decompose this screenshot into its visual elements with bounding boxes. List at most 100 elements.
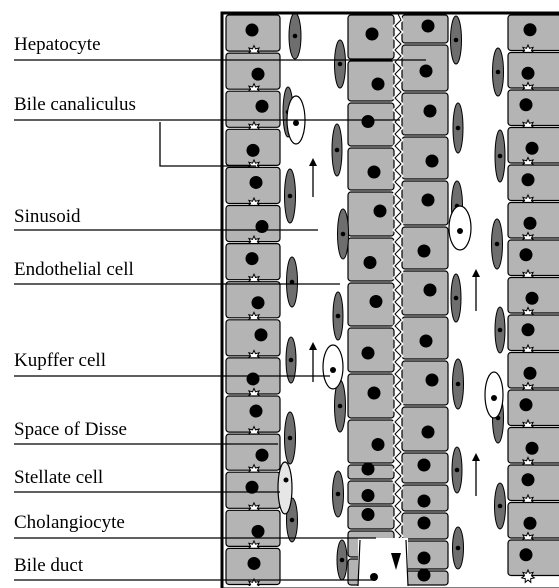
hepatocyte-nucleus [422,426,435,439]
kupffer-nucleus [293,120,299,126]
hepatocyte-nucleus [246,24,259,37]
endothelial-nucleus [289,358,294,363]
hepatocyte-nucleus [246,252,259,265]
hepatocyte-nucleus [362,508,375,521]
hepatocyte-nucleus [418,245,431,258]
endothelial-nucleus [293,34,298,39]
hepatocyte-nucleus [524,367,537,380]
endothelial-nucleus [288,194,293,199]
hepatocyte-nucleus [424,105,437,118]
hepatocyte-nucleus [362,463,375,476]
endothelial-nucleus [498,328,503,333]
hepatocyte [508,90,559,126]
hepatocyte-nucleus [374,205,387,218]
endothelial-nucleus [335,148,340,153]
hepatocyte-nucleus [520,98,533,111]
hepatocyte-nucleus [418,569,431,582]
flow-arrow-head [309,342,317,350]
hepatocyte-nucleus [420,65,433,78]
hepatocyte-nucleus [526,142,539,155]
endothelial-nucleus [338,404,343,409]
hepatocyte [402,137,448,179]
hepatocyte-nucleus [372,438,385,451]
endothelial-nucleus [456,126,461,131]
hepatocyte-nucleus [420,335,433,348]
hepatocyte-nucleus [422,20,435,33]
endothelial-nucleus [496,70,501,75]
hepatocyte-nucleus [362,115,375,128]
hepatocyte [402,361,448,405]
hepatocyte-nucleus [520,548,533,561]
endothelial-nucleus [498,154,503,159]
endothelial-nucleus [495,242,500,247]
stellate-cell [278,462,292,514]
hepatocyte [226,91,280,127]
hepatocyte-nucleus [520,398,533,411]
hepatocyte-nucleus [368,166,381,179]
hepatocyte [226,320,280,356]
hepatocyte-nucleus [256,449,269,462]
hepatocyte-nucleus [252,525,265,538]
endothelial-nucleus [341,232,346,237]
hepatocyte-nucleus [368,387,381,400]
hepatocyte-nucleus [522,473,535,486]
hepatocyte [508,390,559,426]
endothelial-nucleus [454,296,459,301]
hepatocyte [348,61,394,101]
hepatocyte [348,420,394,463]
hepatocyte-nucleus [426,155,439,168]
hepatocyte [226,434,280,470]
endothelial-nucleus [498,504,503,509]
hepatocyte [508,240,559,276]
endothelial-nucleus [455,468,460,473]
endothelial-nucleus [288,436,293,441]
hepatocyte [348,192,394,236]
endothelial-nucleus [454,38,459,43]
hepatocyte-nucleus [524,217,537,230]
endothelial-nucleus [340,558,345,563]
hepatocyte-nucleus [248,557,261,570]
hepatocyte-nucleus [256,100,269,113]
endothelial-nucleus [336,314,341,319]
hepatocyte-nucleus [520,248,533,261]
hepatocyte-nucleus [524,517,537,530]
kupffer-nucleus [457,228,463,234]
flow-arrow-head [472,453,480,461]
hepatocyte-nucleus [424,284,437,297]
endothelial-nucleus [290,518,295,523]
flow-arrow-head [309,158,317,166]
hepatocyte-nucleus [252,68,265,81]
hepatocyte-nucleus [526,442,539,455]
kupffer-nucleus [330,367,336,373]
hepatocyte-nucleus [362,489,375,502]
hepatocyte-nucleus [418,495,431,508]
hepatocyte-nucleus [524,23,537,36]
hepatocyte [508,540,559,576]
hepatocyte-nucleus [250,176,263,189]
hepatocyte-nucleus [247,372,260,385]
endothelial-nucleus [338,62,343,67]
hepatocyte-nucleus [418,517,431,530]
hepatocyte-nucleus [418,552,431,565]
hepatocyte-nucleus [247,144,260,157]
hepatocyte-nucleus [364,256,377,269]
hepatocyte-nucleus [526,292,539,305]
flow-arrow-head [472,269,480,277]
hepatocyte-nucleus [522,173,535,186]
endothelial-nucleus [456,382,461,387]
hepatocyte-nucleus [372,78,385,91]
endothelial-nucleus [336,492,341,497]
hepatocyte-nucleus [522,323,535,336]
hepatocyte-nucleus [422,194,435,207]
endothelial-nucleus [456,546,461,551]
hepatocyte-nucleus [370,295,383,308]
hepatocyte-nucleus [362,347,375,360]
stellate-nucleus [284,478,289,483]
hepatocyte-nucleus [418,459,431,472]
hepatocyte-nucleus [255,328,268,341]
hepatocyte-nucleus [426,374,439,387]
hepatocyte-nucleus [256,220,269,233]
hepatocyte-nucleus [250,405,263,418]
hepatocyte [226,206,280,242]
